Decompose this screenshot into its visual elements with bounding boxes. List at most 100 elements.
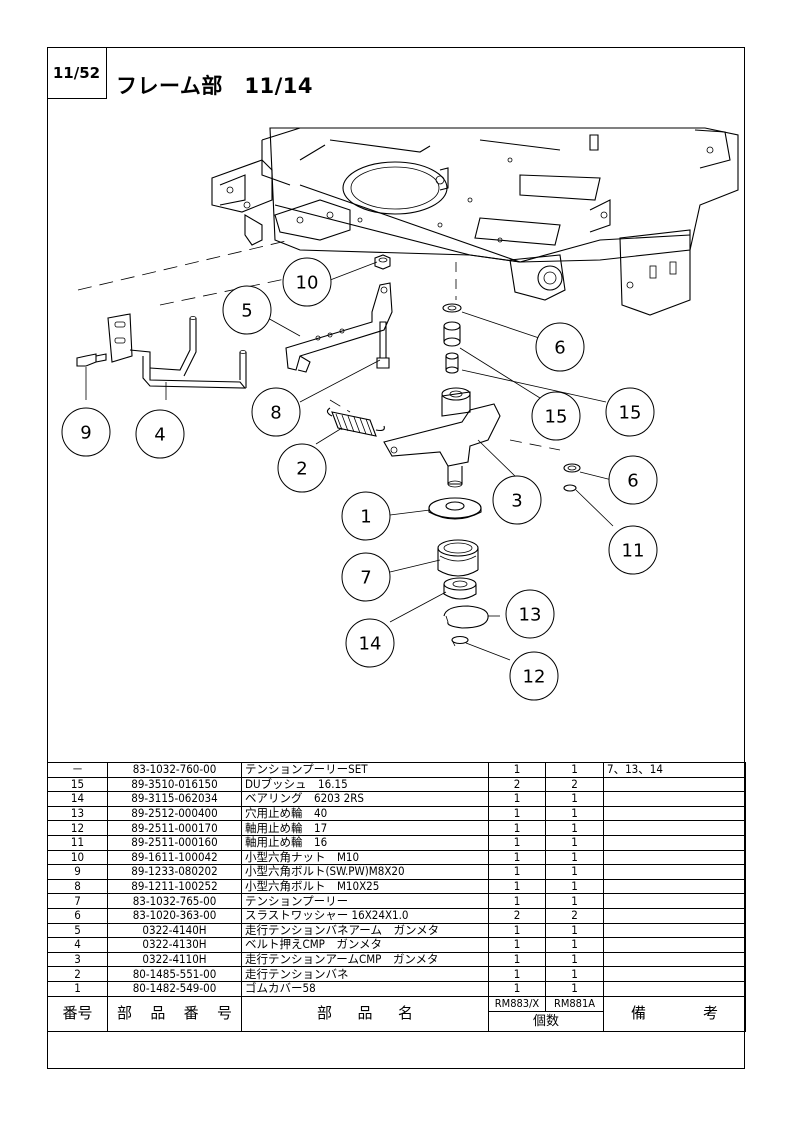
nut-m10-part [374,254,391,270]
row-qty-b: 1 [545,820,604,836]
row-qty-b: 1 [545,762,604,778]
tension-pulley-part [437,539,479,577]
rubber-cover-part [428,497,482,520]
row-part-name: テンションプーリー [241,893,489,909]
row-qty-a: 1 [488,805,546,822]
row-qty-a: 1 [488,762,546,778]
row-part-name: 小型六角ナット M10 [241,849,489,866]
row-no: 8 [47,878,108,895]
row-remarks [603,820,746,836]
svg-text:3: 3 [511,491,522,512]
row-no: 5 [47,922,108,939]
row-qty-b: 1 [545,805,604,822]
row-qty-a: 1 [488,791,546,807]
callout-4: 4 [135,409,185,459]
row-part-number: 0322-4110H [107,951,242,968]
parts-table-header: 番号 部 品 番 号 部 品 名 RM883/X RM881A [47,995,746,1032]
callout-1: 1 [341,491,391,541]
row-no: 15 [47,776,108,793]
row-no: 11 [47,834,108,851]
row-remarks [603,776,746,793]
exploded-parts-diagram: 10 5 6 15 15 8 9 4 2 3 1 6 11 7 13 14 12 [61,127,739,701]
svg-text:5: 5 [241,301,252,322]
page-number: 11/52 [47,47,107,99]
row-qty-a: 1 [488,966,546,982]
row-qty-b: 1 [545,980,604,997]
row-part-number: 89-1233-080202 [107,864,242,880]
callout-3: 3 [492,475,542,525]
row-no: 7 [47,893,108,909]
row-qty-a: 1 [488,937,546,953]
row-remarks [603,966,746,982]
row-part-name: 穴用止め輪 40 [241,805,489,822]
row-qty-b: 1 [545,893,604,909]
row-part-number: 89-1211-100252 [107,878,242,895]
callout-11: 11 [608,525,658,575]
svg-text:2: 2 [296,459,307,480]
row-part-number: 83-1032-760-00 [107,762,242,778]
header-model-a: RM883/X [488,995,546,1012]
row-no: 9 [47,864,108,880]
row-remarks [603,834,746,851]
row-part-number: 89-3510-016150 [107,776,242,793]
row-part-number: 0322-4130H [107,937,242,953]
svg-text:15: 15 [619,403,642,424]
svg-text:6: 6 [554,338,565,359]
callout-15-left: 15 [531,391,581,441]
upper-washer-bushing-stack [442,303,462,374]
row-no: 1 [47,980,108,997]
row-no: 4 [47,937,108,953]
bearing-part [443,577,477,600]
row-qty-a: 1 [488,834,546,851]
callout-14: 14 [345,618,395,668]
row-remarks [603,849,746,866]
belt-holder-part [107,313,247,389]
row-remarks [603,922,746,939]
row-no: 3 [47,951,108,968]
row-remarks [603,907,746,924]
parts-sheet-frame [47,47,745,1069]
row-qty-a: 1 [488,980,546,997]
callout-10: 10 [282,257,332,307]
row-no: 10 [47,849,108,866]
row-part-name: スラストワッシャー 16X24X1.0 [241,907,489,924]
row-part-number: 89-2512-000400 [107,805,242,822]
tension-spring-part [326,407,385,437]
bolt-m8-part [76,353,107,367]
row-part-number: 80-1485-551-00 [107,966,242,982]
frame-assembly [211,127,739,316]
page-title: フレーム部 11/14 [116,74,313,98]
snap-ring-40-part [443,605,489,629]
svg-text:7: 7 [360,568,371,589]
callout-12: 12 [509,651,559,701]
row-qty-a: 2 [488,907,546,924]
row-part-name: 小型六角ボルト(SW.PW)M8X20 [241,864,489,880]
snap-ring-17-part [451,635,469,647]
row-part-name: ゴムカバー58 [241,980,489,997]
row-no: 6 [47,907,108,924]
row-part-number: 83-1032-765-00 [107,893,242,909]
row-no: 13 [47,805,108,822]
row-part-number: 89-1611-100042 [107,849,242,866]
row-remarks [603,893,746,909]
header-remarks: 備 考 [603,995,746,1032]
callout-6-upper: 6 [535,322,585,372]
callout-15-right: 15 [605,387,655,437]
header-part-number: 部 品 番 号 [107,995,242,1032]
row-qty-a: 1 [488,922,546,939]
svg-text:15: 15 [545,407,568,428]
row-part-name: 走行テンションバネ [241,966,489,982]
svg-text:4: 4 [154,425,165,446]
row-remarks [603,937,746,953]
row-no: 12 [47,820,108,836]
callout-6-right: 6 [608,455,658,505]
